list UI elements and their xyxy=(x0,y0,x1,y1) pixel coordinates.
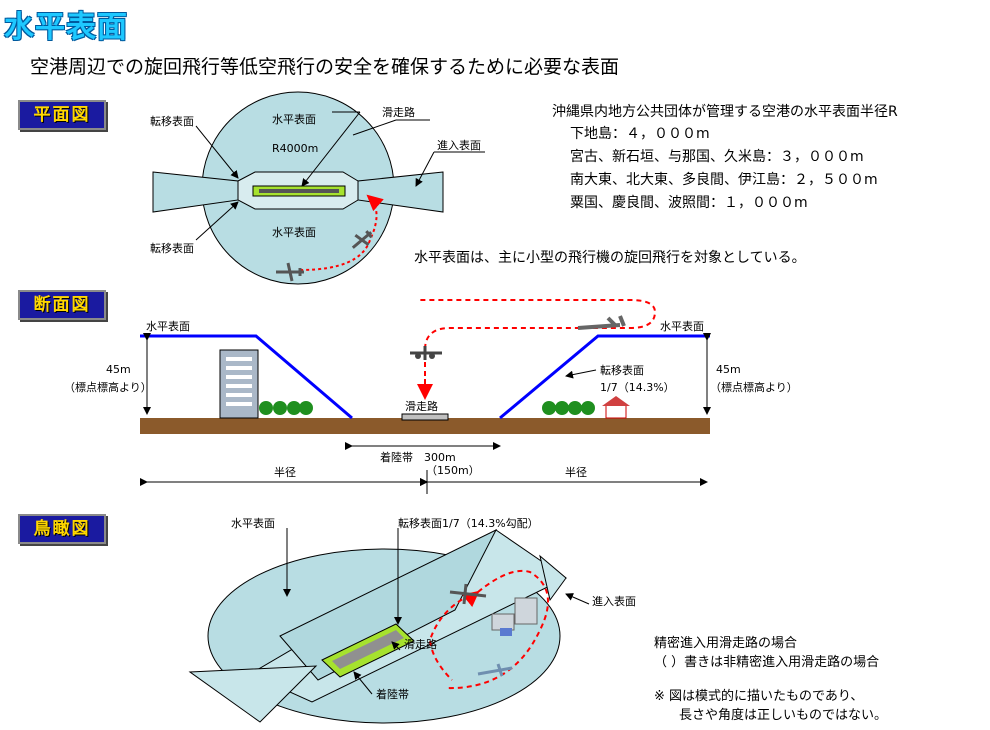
section-height-left: 45m xyxy=(106,363,131,376)
birds-eye-horizontal-label: 水平表面 xyxy=(231,516,275,530)
house-icon xyxy=(602,396,630,419)
birds-eye-transition-label: 転移表面1/7（14.3%勾配） xyxy=(398,516,539,530)
plan-flight-path xyxy=(299,194,384,271)
plan-view-tag: 平面図 xyxy=(18,100,106,130)
section-height-right-note: （標点標高より） xyxy=(710,380,798,394)
section-slope-label: 1/7（14.3%） xyxy=(600,381,675,394)
plan-horizontal-label-bottom: 水平表面 xyxy=(272,225,316,239)
page-title: 水平表面 xyxy=(4,10,128,45)
buildings-icon xyxy=(491,597,538,636)
runway-section xyxy=(401,413,449,421)
runway-plan xyxy=(259,189,339,193)
radius-row: 粟国、慶良間、波照間：１，０００m xyxy=(570,195,808,211)
runway-view xyxy=(332,630,404,669)
plan-view: 転移表面 水平表面 R4000m 滑走路 進入表面 転移表面 水平表面 xyxy=(150,91,485,285)
plane-icon xyxy=(577,315,626,330)
section-flight-path xyxy=(420,299,657,385)
section-height-right: 45m xyxy=(716,363,741,376)
horizontal-surface-right xyxy=(499,334,710,420)
section-landing-strip-alt: （150m） xyxy=(426,464,480,477)
birds-eye-flight-path xyxy=(445,570,549,690)
plan-horizontal-label-top: 水平表面 xyxy=(272,112,316,126)
precision-note: 精密進入用滑走路の場合 xyxy=(654,636,798,651)
plane-icon xyxy=(477,663,513,677)
page-subtitle: 空港周辺での旋回飛行等低空飛行の安全を確保するために必要な表面 xyxy=(30,56,620,78)
plane-icon xyxy=(449,583,487,605)
plan-approach-label: 進入表面 xyxy=(437,138,481,152)
radius-row: 宮古、新石垣、与那国、久米島：３，０００m xyxy=(570,149,864,165)
schematic-note-line1: ※ 図は模式的に描いたものであり、 xyxy=(654,689,864,704)
plan-radius-label: R4000m xyxy=(272,142,318,155)
section-radius-left: 半径 xyxy=(274,465,296,479)
radius-row: 下地島：４，０００m xyxy=(570,126,710,142)
section-height-left-note: （標点標高より） xyxy=(64,380,152,394)
section-radius-right: 半径 xyxy=(565,465,587,479)
birds-eye-landing-strip-label: 着陸帯 xyxy=(376,687,409,701)
horizontal-surface-left xyxy=(140,334,353,420)
birds-eye-view: 水平表面 転移表面1/7（14.3%勾配） 進入表面 滑走路 着陸帯 xyxy=(188,516,636,724)
horizontal-surface-note: 水平表面は、主に小型の飛行機の旋回飛行を対象としている。 xyxy=(414,250,806,266)
trees-right-icon xyxy=(542,401,595,415)
plane-icon xyxy=(410,346,442,360)
schematic-note-line2: 長さや角度は正しいものではない。 xyxy=(679,708,888,723)
plane-icon xyxy=(351,230,373,249)
section-transition-label: 転移表面 xyxy=(600,363,644,377)
birds-eye-approach-label: 進入表面 xyxy=(592,594,636,608)
birds-eye-view-tag: 鳥瞰図 xyxy=(18,514,106,544)
approach-surface-right-view xyxy=(539,554,567,602)
radius-row: 南大東、北大東、多良間、伊江島：２，５００m xyxy=(570,172,878,188)
trees-left-icon xyxy=(259,401,313,415)
birds-eye-flight-path-inner xyxy=(428,594,471,681)
birds-eye-runway-label: 滑走路 xyxy=(404,638,437,651)
plan-transition-label-top: 転移表面 xyxy=(150,114,194,128)
transition-surface-left xyxy=(279,528,498,681)
section-view-tag: 断面図 xyxy=(18,290,106,320)
section-runway-label: 滑走路 xyxy=(405,400,438,413)
plan-transition-label-bottom: 転移表面 xyxy=(150,241,194,255)
section-landing-strip-label: 着陸帯 300m xyxy=(380,450,456,464)
ground xyxy=(140,418,710,434)
section-horizontal-label-left: 水平表面 xyxy=(146,319,190,333)
approach-surface-left-view xyxy=(188,665,318,723)
nonprecision-note: （ ）書きは非精密進入用滑走路の場合 xyxy=(654,655,880,670)
section-horizontal-label-right: 水平表面 xyxy=(660,319,704,333)
radius-list-heading: 沖縄県内地方公共団体が管理する空港の水平表面半径R xyxy=(552,104,898,120)
building-icon xyxy=(219,349,259,419)
section-view: 水平表面 水平表面 45m （標点標高より） 45m （標点標高より） 転移表面… xyxy=(64,299,798,494)
plane-icon xyxy=(276,262,304,282)
plan-runway-label: 滑走路 xyxy=(382,106,415,119)
